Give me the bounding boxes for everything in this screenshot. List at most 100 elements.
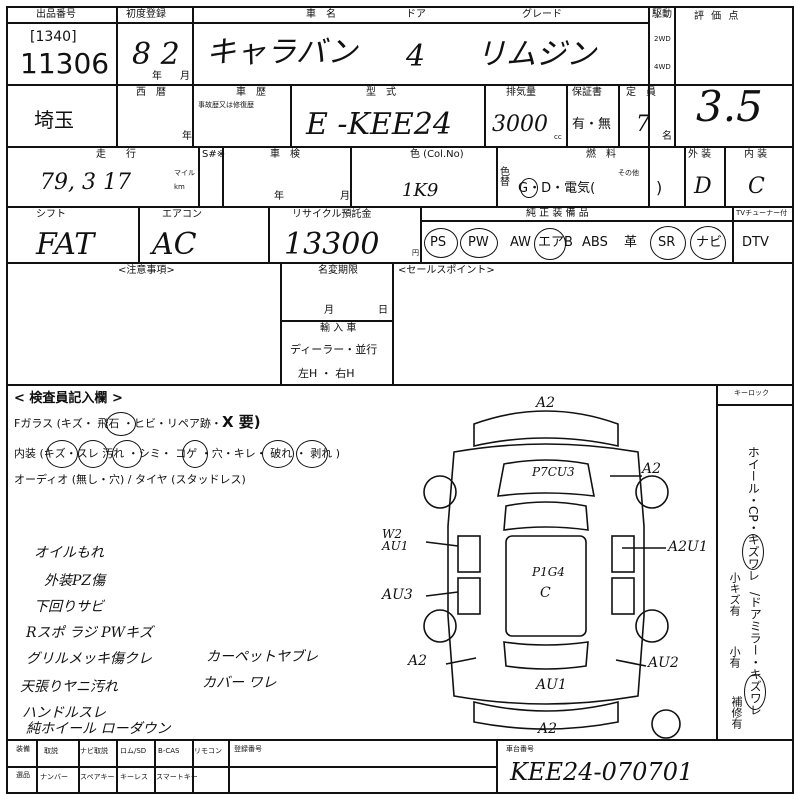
r2-v4 bbox=[566, 84, 568, 146]
note-2: 下回りサビ bbox=[34, 599, 104, 615]
pw-circle bbox=[460, 228, 498, 258]
door-front-left bbox=[457, 535, 481, 573]
auction-sheet: 出品番号 [1340] 11306 初度登録 8 2 年 月 車 名 キャラバン… bbox=[6, 6, 796, 796]
note-0: オイルもれ bbox=[34, 545, 104, 561]
footer-reg-label: 登録番号 bbox=[234, 745, 262, 753]
interior-label: 内 装 bbox=[744, 149, 768, 160]
r1-v4 bbox=[674, 6, 676, 146]
footer-item-rom: ロム/SD bbox=[120, 747, 147, 755]
footer-select-label: 選品 bbox=[16, 771, 30, 779]
repair-text: 補修有 bbox=[730, 696, 743, 729]
front-bumper bbox=[473, 410, 619, 447]
lot-label: 出品番号 bbox=[36, 9, 76, 20]
note-5: 天張りヤニ汚れ bbox=[20, 679, 118, 695]
persons-unit: 名 bbox=[662, 131, 672, 142]
airbag-circle bbox=[534, 228, 566, 260]
wheel-front-left bbox=[423, 475, 457, 509]
rule-6 bbox=[6, 739, 794, 741]
r4-v1 bbox=[138, 206, 140, 262]
r1-v2 bbox=[192, 6, 194, 84]
car-name: キャラバン bbox=[206, 35, 358, 70]
doors: 4 bbox=[406, 39, 426, 74]
yogore-circle bbox=[112, 440, 142, 468]
color: 1K9 bbox=[402, 180, 439, 201]
wheel-rear-left bbox=[423, 609, 457, 643]
ft-v5 bbox=[192, 739, 194, 794]
r2-v3 bbox=[484, 84, 486, 146]
r2-v1 bbox=[192, 84, 194, 146]
first-reg-label: 初度登録 bbox=[126, 9, 166, 20]
import-hand: 左H ・ 右H bbox=[298, 367, 355, 380]
first-reg-month: 月 bbox=[180, 71, 190, 82]
sr-circle bbox=[650, 226, 686, 260]
mark-rear: AU1 bbox=[536, 677, 567, 693]
hood bbox=[497, 459, 595, 497]
arrow-rear-right bbox=[615, 659, 647, 667]
spare-wheel bbox=[651, 709, 681, 739]
recycle-label: リサイクル預託金 bbox=[292, 209, 372, 220]
drive-4wd: 4WD bbox=[654, 63, 671, 71]
ft-v6 bbox=[228, 739, 230, 794]
r1-sub bbox=[6, 22, 648, 24]
inspection-label: 車 検 bbox=[270, 149, 300, 160]
small-text: 小キズ bbox=[728, 572, 742, 605]
score: 3.5 bbox=[696, 82, 763, 131]
r2-v5 bbox=[618, 84, 620, 146]
name-change-label: 名変期限 bbox=[318, 265, 358, 276]
lot-sub: [1340] bbox=[30, 29, 77, 45]
mark-rear-right: AU2 bbox=[648, 655, 679, 671]
rear-bumper bbox=[473, 700, 619, 730]
notes-label: <注意事項> bbox=[118, 265, 175, 276]
r3-v2 bbox=[222, 146, 224, 206]
small-has: 有 bbox=[728, 605, 742, 616]
recycle: 13300 bbox=[284, 227, 380, 262]
capacity: 7 bbox=[636, 112, 650, 137]
western-year: 年 bbox=[182, 131, 192, 142]
ko-text: 小 bbox=[728, 646, 742, 657]
fuel-other: その他 bbox=[618, 169, 639, 177]
audio-line: オーディオ (無し・穴) / タイヤ (スタッドレス) bbox=[14, 473, 246, 486]
note-4: グリルメッキ傷クレ bbox=[26, 651, 152, 667]
note-6: ハンドルスレ bbox=[22, 705, 106, 721]
mark-left-upper: W2 AU1 bbox=[382, 527, 409, 553]
mirror-text: /ドアミラー・ bbox=[748, 592, 763, 669]
door-front-right bbox=[611, 535, 635, 573]
note-right-0: カーペットヤブレ bbox=[206, 649, 318, 665]
keylock-label: キーロック bbox=[734, 389, 769, 397]
ps-circle bbox=[424, 228, 458, 258]
exterior-label: 外 装 bbox=[688, 149, 712, 160]
car-diagram bbox=[423, 410, 681, 739]
fuel-g-circle bbox=[520, 178, 538, 198]
grade-label: グレード bbox=[522, 9, 562, 20]
side-column-ko: 小有 bbox=[728, 646, 742, 668]
hagare-circle bbox=[296, 440, 328, 468]
rule-1 bbox=[6, 84, 794, 86]
equip-leather: 革 bbox=[624, 235, 638, 250]
frame-top bbox=[6, 6, 794, 8]
r3-v4 bbox=[496, 146, 498, 206]
rear-glass bbox=[503, 641, 589, 670]
glass-chip-circle bbox=[106, 412, 136, 436]
displacement: 3000 bbox=[492, 112, 548, 137]
cc-unit: cc bbox=[554, 133, 562, 141]
mark-right-mid: A2U1 bbox=[668, 539, 708, 555]
body-outline bbox=[447, 443, 645, 705]
footer-item-remote: リモコン bbox=[194, 747, 222, 755]
model: E -KEE24 bbox=[306, 107, 452, 142]
equip-abs: ABS bbox=[582, 235, 608, 250]
score-label: 評 価 点 bbox=[694, 11, 741, 22]
windshield bbox=[503, 501, 589, 531]
sure-circle bbox=[78, 440, 108, 468]
footer-item-manual: 取説 bbox=[44, 747, 58, 755]
kizu-circle bbox=[46, 440, 78, 468]
car-name-label: 車 名 bbox=[306, 9, 336, 20]
r1-v1 bbox=[116, 6, 118, 146]
tuner-label: TVチューナー付 bbox=[736, 209, 788, 217]
door-label: ドア bbox=[406, 9, 426, 20]
rule-4 bbox=[6, 262, 794, 264]
inspection-year: 年 bbox=[274, 191, 284, 202]
capacity-label: 定 員 bbox=[626, 87, 656, 98]
color-change: 色替 bbox=[500, 167, 510, 188]
ft-v4 bbox=[154, 739, 156, 794]
note-7: 純ホイール ローダウン bbox=[26, 721, 171, 737]
